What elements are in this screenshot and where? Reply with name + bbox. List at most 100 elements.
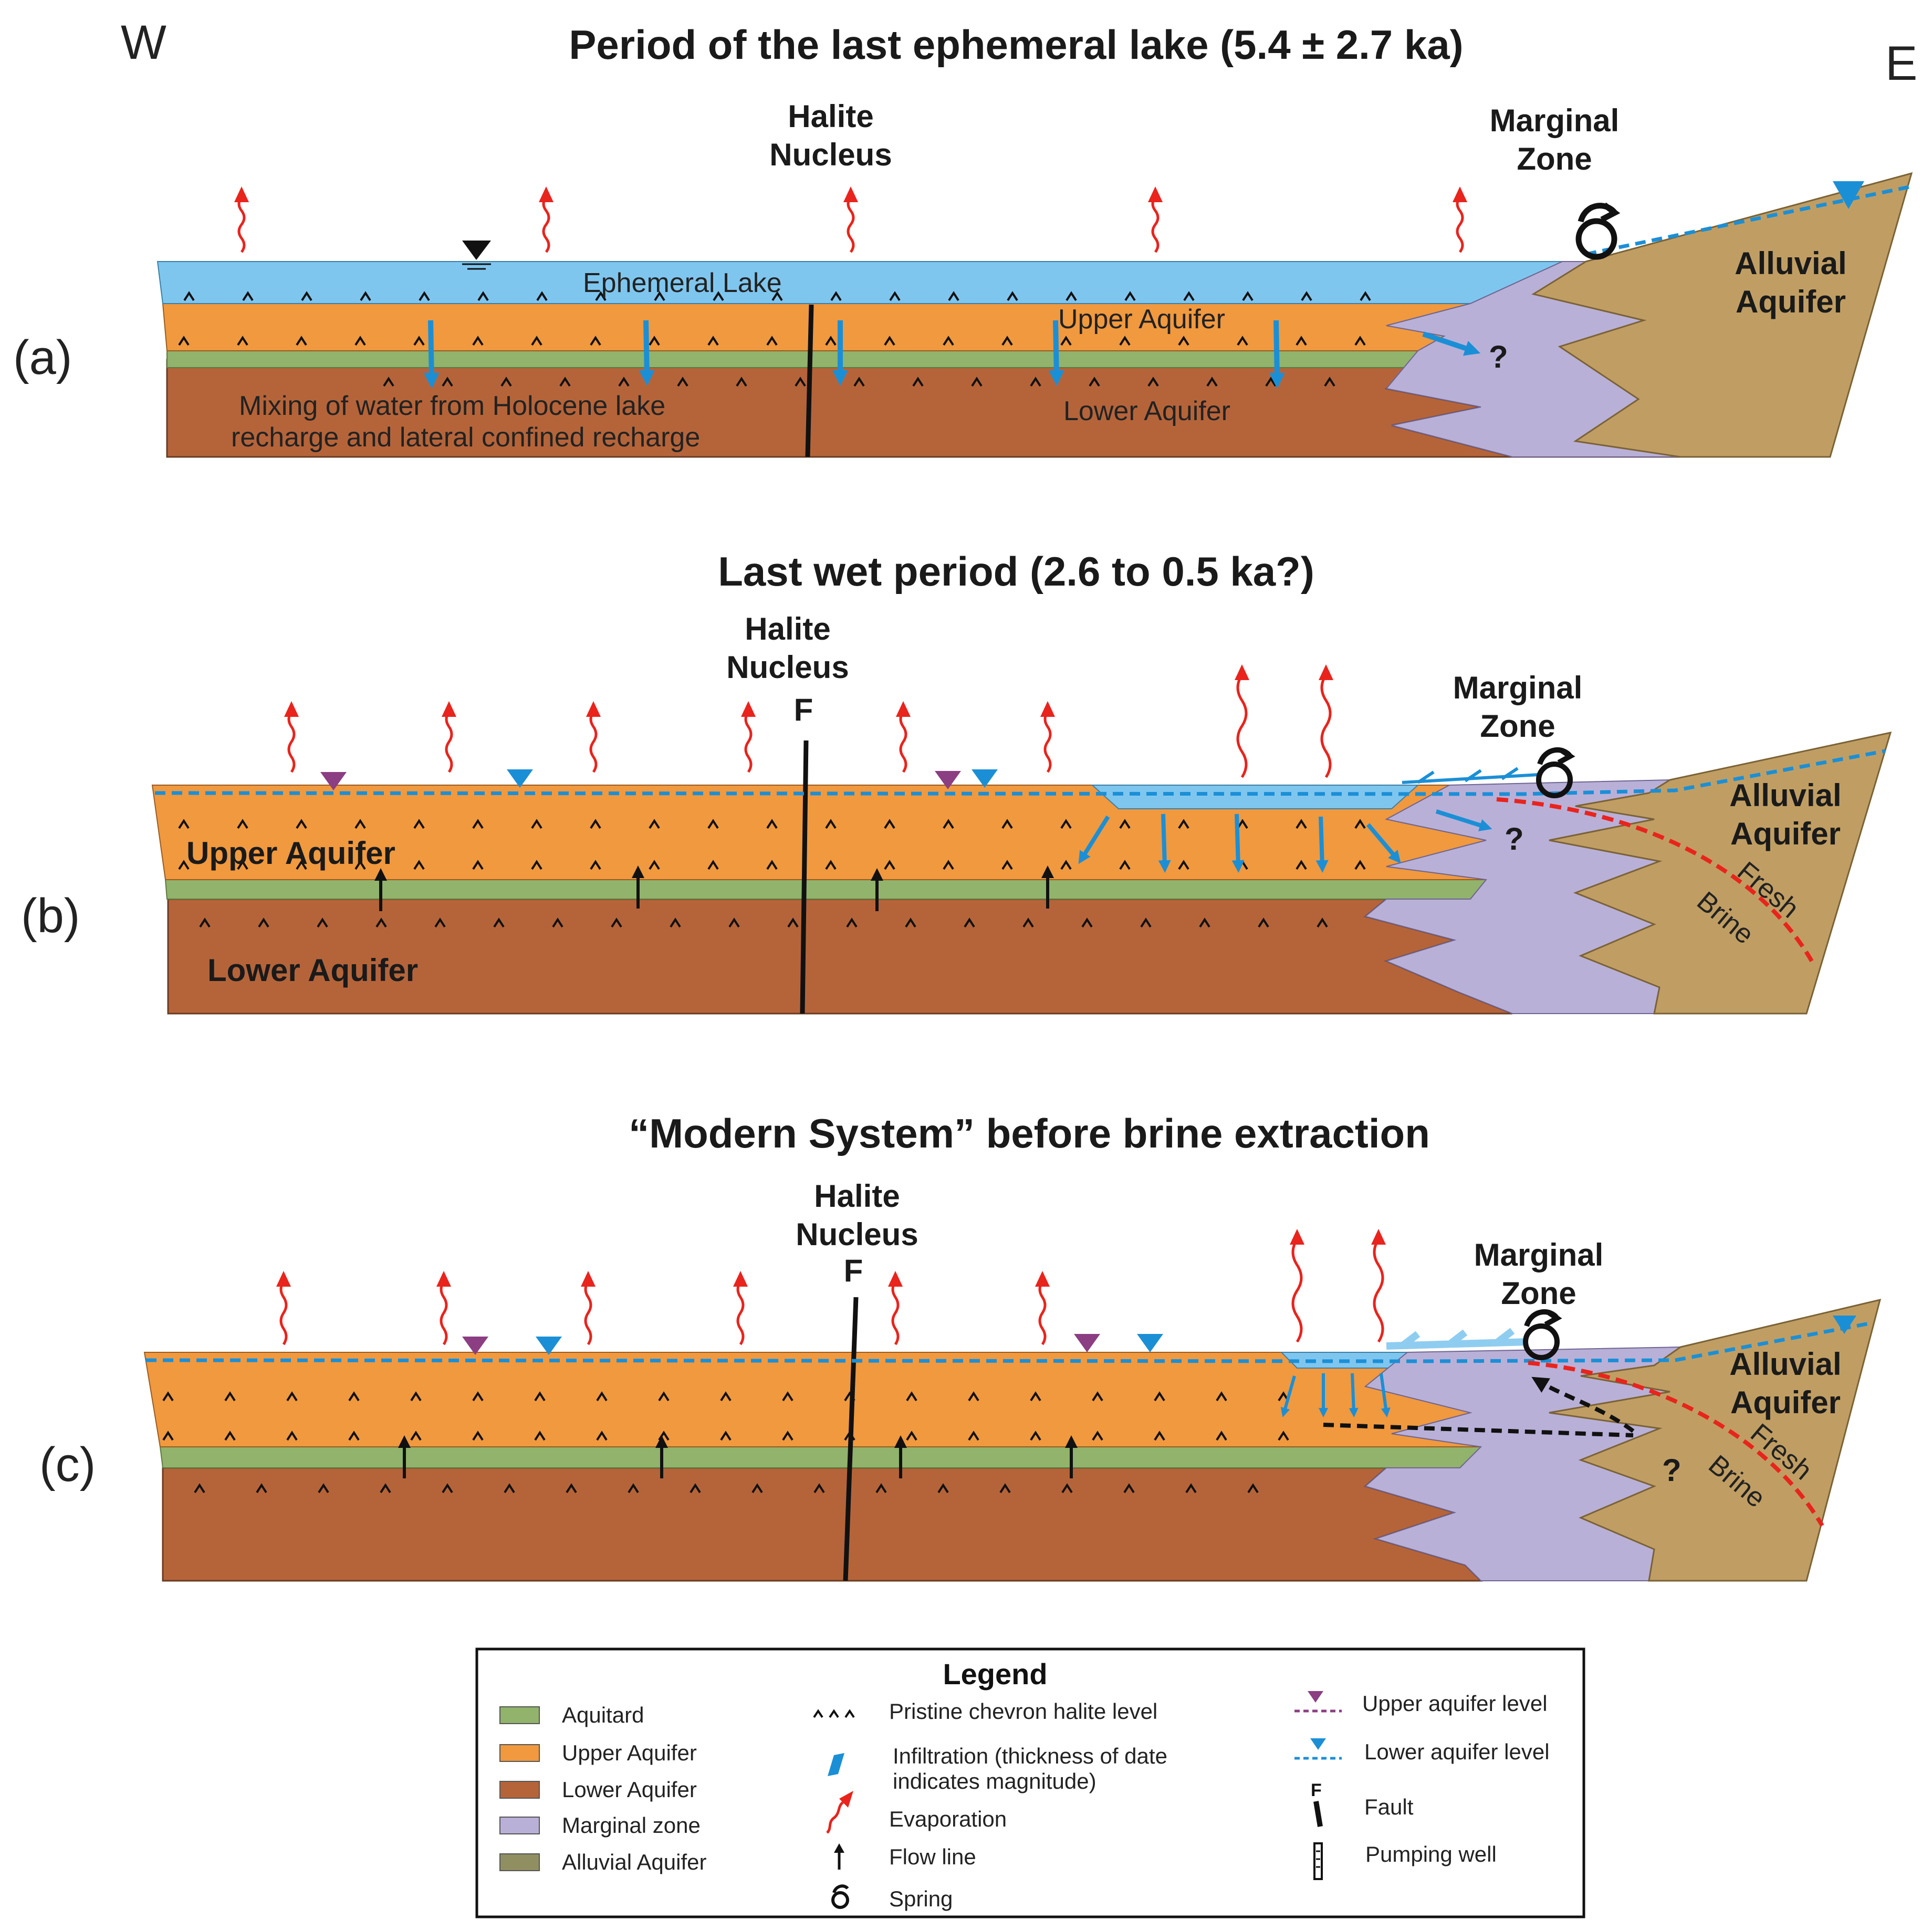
chevron-mark: [178, 336, 190, 346]
upper-level-marker-b2: [935, 771, 961, 789]
chevron-halite-b: [178, 819, 1366, 928]
chevron-mark: [658, 1391, 670, 1402]
chevron-mark: [1258, 917, 1269, 928]
chevron-mark: [477, 291, 489, 301]
chevron-mark: [434, 917, 446, 928]
chevron-mark: [590, 819, 601, 829]
chevron-mark: [410, 1391, 422, 1402]
legend-upper-level: Upper aquifer level: [1362, 1691, 1548, 1716]
chevron-mark: [534, 1391, 546, 1402]
chevron-mark: [1278, 1431, 1289, 1441]
chevron-mark: [296, 336, 307, 346]
dashed-flow-return-c: [1531, 1376, 1635, 1433]
lower-level-marker-c0: [1833, 1316, 1856, 1334]
infiltration-legend-icon: [828, 1753, 844, 1776]
chevron-mark: [618, 377, 630, 387]
alluvial-aquifer-c: [1549, 1298, 1882, 1582]
chevron-mark: [348, 1431, 360, 1441]
chevron-mark: [1001, 336, 1013, 346]
chevron-mark: [1296, 336, 1307, 346]
chevron-mark: [1178, 860, 1189, 870]
chevron-mark: [531, 336, 542, 346]
chevron-mark: [736, 377, 747, 387]
evaporation-arrow: [744, 711, 753, 773]
chevron-mark: [1081, 917, 1093, 928]
chevron-mark: [771, 291, 783, 301]
chevron-mark: [884, 860, 895, 870]
chevron-mark: [968, 1391, 979, 1402]
chevron-mark: [242, 291, 254, 301]
evaporation-arrowhead: [436, 1271, 451, 1287]
evaporation-arrow: [899, 711, 907, 773]
evaporation-arrow: [1373, 1238, 1384, 1343]
alluvial-aquifer-label-c2: Aquifer: [1730, 1385, 1841, 1420]
question-mark-c: ?: [1662, 1453, 1682, 1488]
evaporation-arrowhead: [888, 1271, 903, 1287]
chevron-mark: [552, 917, 563, 928]
chevron-mark: [766, 819, 778, 829]
evaporation-arrow: [542, 196, 550, 253]
alluvial-aquifer-label-a2: Aquifer: [1736, 284, 1846, 319]
halite-nucleus-label-b2: Nucleus: [726, 650, 849, 685]
chevron-mark: [1124, 291, 1136, 301]
evaporation-arrow: [589, 711, 598, 773]
evaporation-arrow: [1038, 1280, 1047, 1345]
alluvial-aquifer-label-a: Alluvial: [1735, 246, 1846, 281]
chevron-mark: [720, 1391, 732, 1402]
legend-infiltration: Infiltration (thickness of date: [893, 1744, 1167, 1768]
chevron-mark: [178, 860, 190, 870]
chevron-mark: [162, 1391, 174, 1402]
evaporation-arrow: [584, 1280, 592, 1345]
flow-line-legend-icon: [834, 1843, 844, 1870]
lower-aquifer-level-a: [1585, 184, 1912, 256]
chevron-mark: [964, 917, 975, 928]
chevron-halite-c: [162, 1391, 1289, 1494]
upper-level-legend-icon: [1294, 1691, 1342, 1713]
chevron-mark: [1001, 860, 1013, 870]
chevron-mark: [1301, 291, 1312, 301]
chevron-mark: [1022, 917, 1034, 928]
chevron-mark: [1030, 1391, 1041, 1402]
swatch-aquitard: [499, 1706, 540, 1724]
question-mark-a: ?: [1489, 339, 1508, 374]
chevron-mark: [1119, 819, 1131, 829]
lower-aquifer-level-c: [145, 1321, 1870, 1363]
evaporation-arrowhead: [1148, 186, 1163, 202]
chevron-mark: [318, 1483, 329, 1494]
chevron-mark: [766, 336, 778, 346]
fresh-brine-interface-b: [1496, 797, 1814, 963]
chevron-mark: [1296, 819, 1307, 829]
chevron-mark: [531, 819, 542, 829]
chevron-mark: [1317, 917, 1328, 928]
lateral-flow-b: [1402, 767, 1539, 784]
chevron-mark: [1060, 336, 1072, 346]
chevron-mark: [1178, 819, 1189, 829]
chevron-mark: [413, 336, 425, 346]
upper-aquifer-label-b: Upper Aquifer: [186, 836, 395, 871]
water-table-symbol-a: [462, 241, 491, 270]
flow-lines-b: [374, 865, 1054, 911]
chevron-mark: [782, 1431, 793, 1441]
swatch-marginal-zone: [499, 1817, 540, 1834]
upper-level-marker-c2: [1074, 1334, 1100, 1352]
chevron-mark: [813, 1483, 825, 1494]
chevron-mark: [782, 1391, 793, 1402]
chevron-mark: [360, 291, 371, 301]
panel-b-title: Last wet period (2.6 to 0.5 ka?): [718, 548, 1314, 594]
chevron-mark: [825, 336, 837, 346]
panel-b-label: (b): [21, 889, 80, 943]
halite-nucleus-label-a2: Nucleus: [769, 137, 892, 172]
chevron-mark: [286, 1391, 298, 1402]
chevron-mark: [943, 819, 954, 829]
chevron-mark: [383, 377, 394, 387]
alluvial-aquifer-label-b: Alluvial: [1729, 778, 1841, 813]
chevron-mark: [937, 1483, 949, 1494]
evaporation-arrowhead: [1235, 664, 1249, 680]
marginal-zone-label-c: Marginal: [1474, 1237, 1604, 1272]
chevron-mark: [1147, 377, 1159, 387]
dashed-flow-path-c: [1323, 1423, 1634, 1437]
chevron-mark: [690, 1483, 701, 1494]
chevron-mark: [194, 1483, 205, 1494]
chevron-mark: [472, 336, 484, 346]
halite-nucleus-label-c: Halite: [814, 1178, 900, 1214]
